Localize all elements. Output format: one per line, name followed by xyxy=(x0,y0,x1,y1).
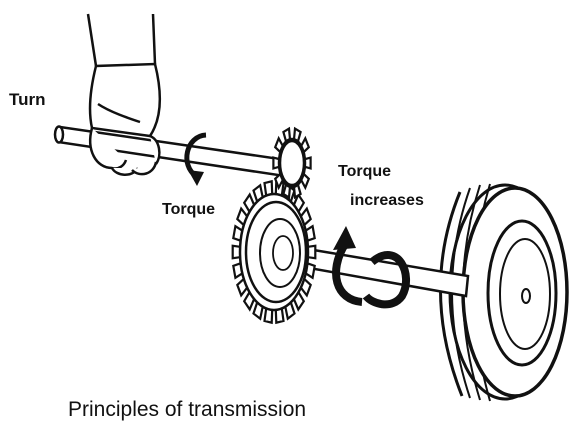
label-increases: increases xyxy=(350,192,424,209)
hand xyxy=(86,13,161,176)
large-gear xyxy=(231,179,317,325)
wheel xyxy=(439,183,569,402)
torque-arrow-large xyxy=(332,226,410,309)
label-turn: Turn xyxy=(9,90,46,109)
label-torque-small: Torque xyxy=(162,201,216,218)
caption: Principles of transmission xyxy=(68,398,307,421)
label-torque-large: Torque xyxy=(338,163,392,180)
torque-arrow-small xyxy=(184,132,207,186)
gear-tooth-outline xyxy=(272,126,312,200)
small-gear xyxy=(272,126,312,200)
